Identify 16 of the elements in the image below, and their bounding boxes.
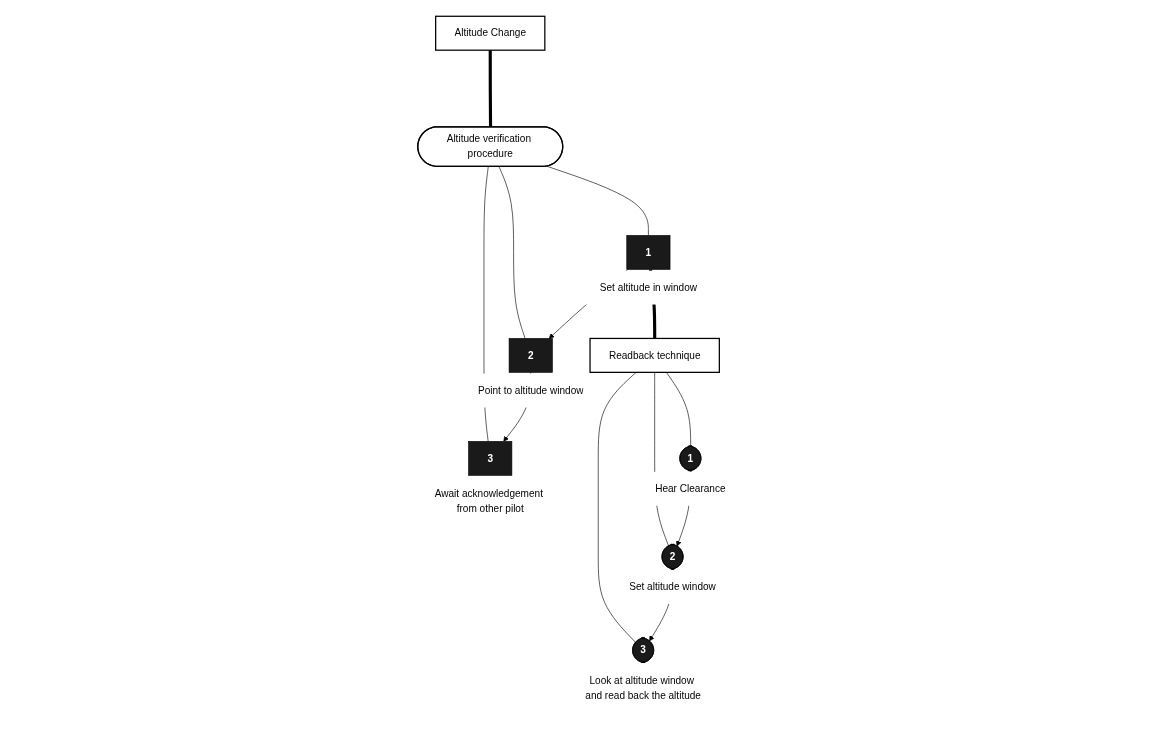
node-label: Set altitude in window (599, 281, 697, 293)
node-label: Await acknowledgement from other pilot (434, 487, 543, 514)
node-box: Altitude Change (435, 15, 546, 51)
connector (498, 166, 526, 339)
node-label: Look at altitude window and read back the altitude (585, 675, 701, 701)
connector (666, 372, 691, 447)
connector (597, 372, 637, 643)
connector (546, 166, 649, 236)
node-label: Point to altitude window (477, 384, 584, 396)
node-box: 2 (508, 338, 553, 373)
node-box: 3 (468, 441, 513, 476)
connector (488, 50, 493, 128)
node-label: Hear Clearance (655, 483, 726, 494)
node-box: Readback technique (589, 337, 720, 373)
node-label: Set altitude window (629, 581, 716, 593)
node-box: 1 (626, 235, 671, 270)
